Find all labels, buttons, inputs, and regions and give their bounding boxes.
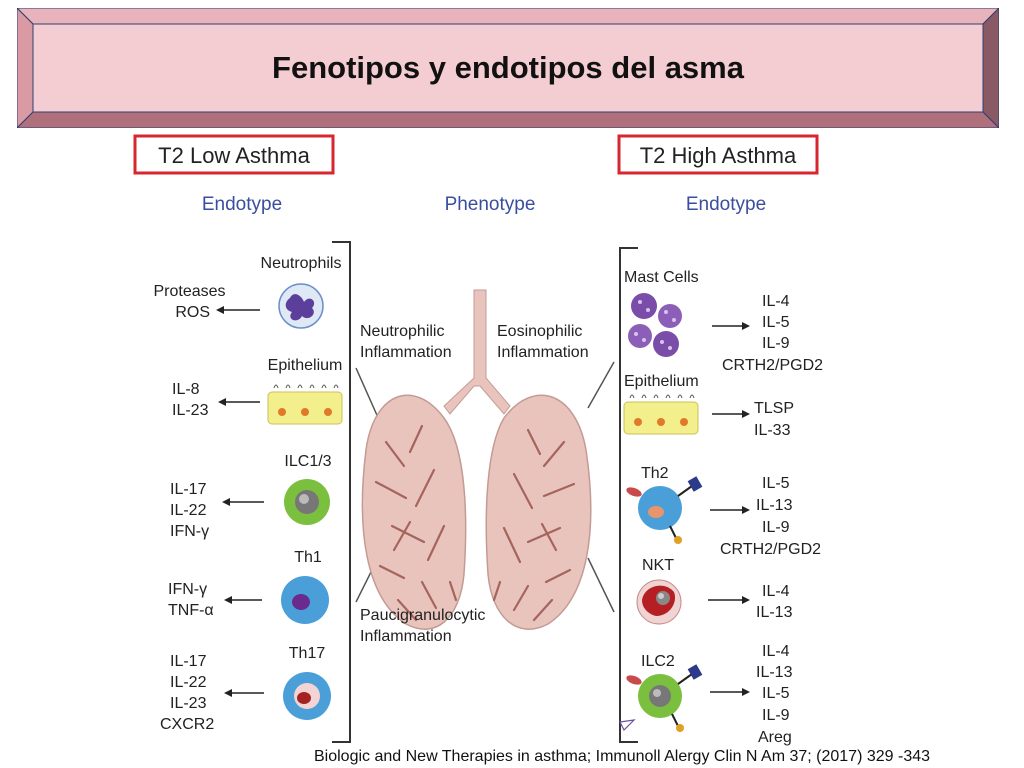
neutrophilic-label: Neutrophilic Inflammation <box>360 323 452 361</box>
right-bracket <box>619 247 638 743</box>
neutrophil-cell-icon <box>278 283 324 329</box>
right-lower-connector <box>587 557 615 613</box>
th17-label: Th17 <box>289 645 326 662</box>
asthma-diagram: T2 Low Asthma T2 High Asthma Endotype Ph… <box>104 130 974 760</box>
t2-high-header: T2 High Asthma <box>640 143 797 168</box>
right-epithelium-label: Epithelium <box>624 373 699 390</box>
t2-high-header-box <box>617 134 819 175</box>
eosinophilic-connector <box>587 361 615 409</box>
eosinophilic-label: Eosinophilic Inflammation <box>497 323 589 361</box>
epithelium-cell-icon <box>623 394 699 435</box>
title-banner: Fenotipos y endotipos del asma <box>15 6 1001 130</box>
left-endotype-heading: Endotype <box>202 194 282 215</box>
diagram-canvas: T2 Low Asthma T2 High Asthma Endotype Ph… <box>133 134 823 746</box>
left-bracket <box>332 241 351 743</box>
paucigranulocytic-label: Paucigranulocytic Inflammation <box>360 607 490 645</box>
ilc2-label: ILC2 <box>641 653 675 670</box>
th2-mediators: IL-5 IL-13 IL-9 CRTH2/PGD2 <box>720 475 821 558</box>
epithelium-cell-icon <box>267 384 343 425</box>
left-epithelium-label: Epithelium <box>268 357 343 374</box>
th17-cell-icon <box>283 672 331 720</box>
neutrophils-mediators: Proteases ROS <box>154 283 231 321</box>
th1-label: Th1 <box>294 549 322 566</box>
mast-cells-label: Mast Cells <box>624 269 699 286</box>
th17-mediators: IL-17 IL-22 IL-23 CXCR2 <box>160 653 214 733</box>
banner-frame <box>15 6 1001 130</box>
neutrophilic-connector <box>355 367 381 423</box>
nkt-cell-icon <box>636 579 682 625</box>
ilc2-cell-icon <box>619 664 703 732</box>
left-epithelium-mediators: IL-8 IL-23 <box>172 381 209 419</box>
ilc13-mediators: IL-17 IL-22 IFN-γ <box>170 481 211 540</box>
nkt-mediators: IL-4 IL-13 <box>756 583 794 621</box>
th2-label: Th2 <box>641 465 669 482</box>
t2-low-header-box <box>133 134 335 175</box>
ilc13-label: ILC1/3 <box>284 453 331 470</box>
mast-cells-icon <box>628 293 682 357</box>
th2-cell-icon <box>626 476 703 544</box>
page-title: Fenotipos y endotipos del asma <box>272 50 744 85</box>
right-endotype-heading: Endotype <box>686 194 766 215</box>
lungs-icon <box>361 289 592 630</box>
neutrophils-label: Neutrophils <box>261 255 342 272</box>
t2-low-header: T2 Low Asthma <box>158 143 310 168</box>
ilc-cell-icon <box>284 479 330 525</box>
th1-cell-icon <box>281 576 329 624</box>
phenotype-heading: Phenotype <box>445 194 536 215</box>
mast-cells-mediators: IL-4 IL-5 IL-9 CRTH2/PGD2 <box>722 293 823 374</box>
nkt-label: NKT <box>642 557 674 574</box>
th1-mediators: IFN-γ TNF-α <box>168 581 214 619</box>
citation: Biologic and New Therapies in asthma; Im… <box>314 748 931 765</box>
right-epithelium-mediators: TLSP IL-33 <box>754 400 798 439</box>
ilc2-mediators: IL-4 IL-13 IL-5 IL-9 Areg <box>756 643 797 746</box>
